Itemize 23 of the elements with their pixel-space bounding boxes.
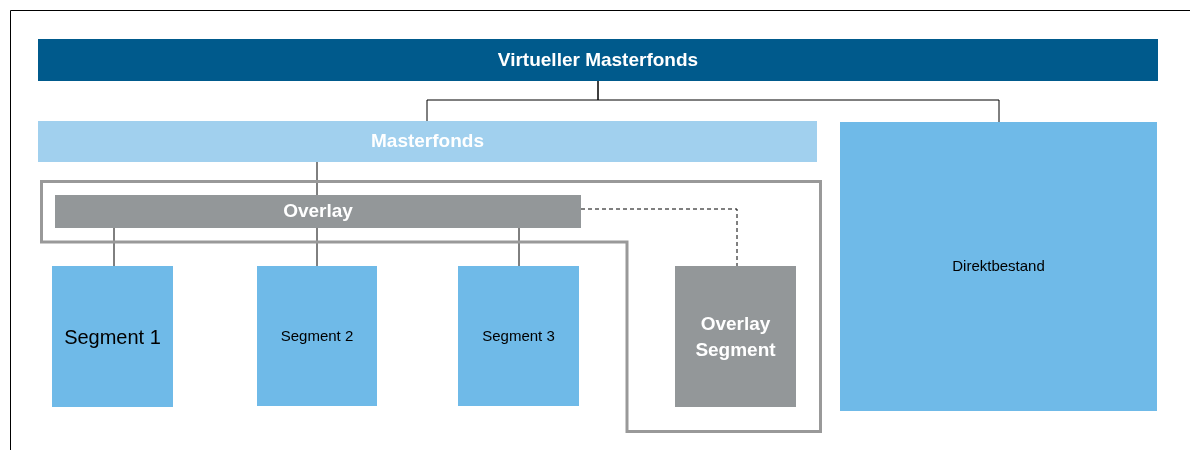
connector-line xyxy=(518,227,520,267)
header-bar xyxy=(38,39,1158,81)
node-label: Segment 2 xyxy=(279,325,355,346)
connector-line xyxy=(113,227,115,267)
node-label: Virtueller Masterfonds xyxy=(496,47,700,72)
connector-line xyxy=(316,227,318,267)
segment-box xyxy=(675,266,796,407)
node-label: Masterfonds xyxy=(370,129,485,154)
segment-box xyxy=(257,266,377,406)
connector-line xyxy=(597,80,1000,123)
node-label: Overlay Segment xyxy=(694,311,777,362)
overlay-bar xyxy=(55,195,581,228)
connector-line xyxy=(316,161,318,196)
node-label: Overlay xyxy=(282,199,354,224)
node-label: Segment 1 xyxy=(63,324,162,350)
node-label: Direktbestand xyxy=(951,256,1046,277)
segment-box xyxy=(458,266,579,406)
connector-line xyxy=(580,208,738,267)
segment-box xyxy=(52,266,173,407)
fund-bar xyxy=(38,121,817,162)
holding-box xyxy=(840,122,1157,411)
node-label: Segment 3 xyxy=(481,325,556,346)
group-outline xyxy=(40,180,822,433)
